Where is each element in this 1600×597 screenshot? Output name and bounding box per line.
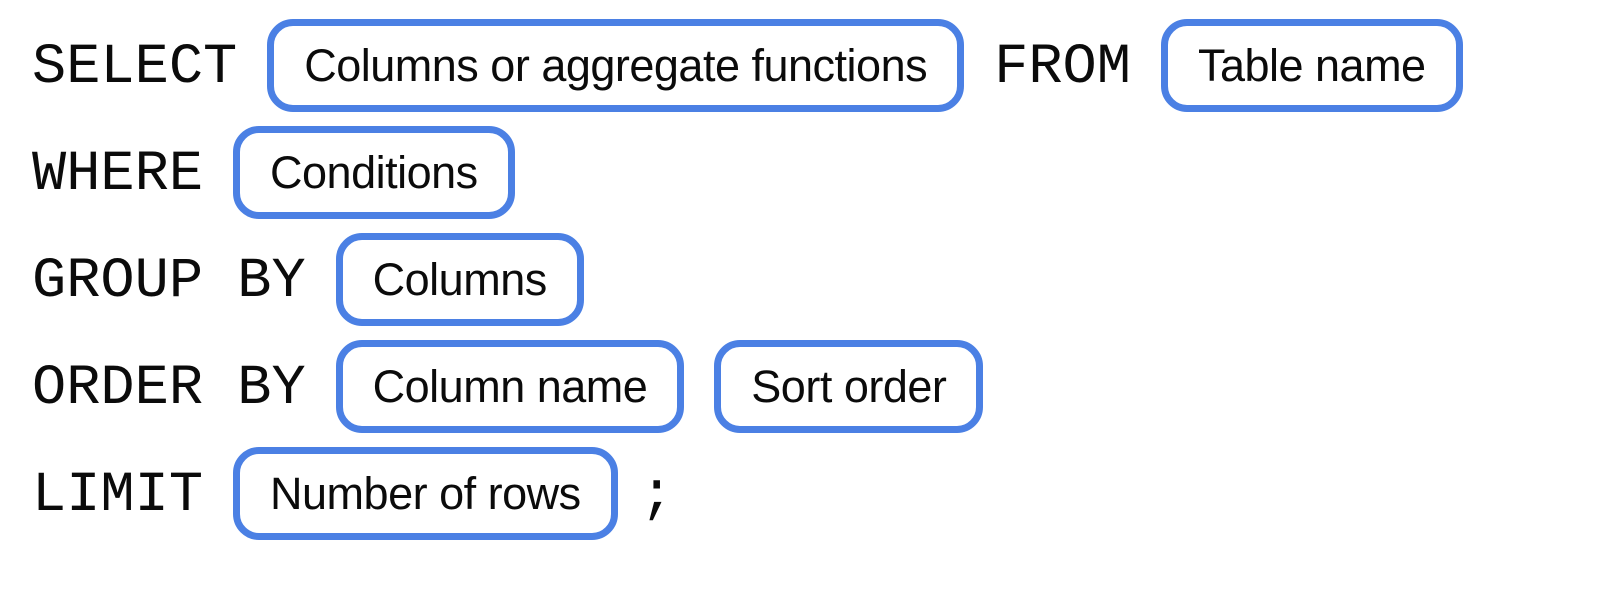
placeholder-box-table-name: Table name xyxy=(1160,19,1463,112)
placeholder-label-columns: Columns xyxy=(372,253,548,305)
keyword-select: SELECT xyxy=(32,35,238,100)
sql-row-order-by: ORDER BY Column name Sort order xyxy=(32,340,1600,433)
placeholder-box-column-name: Column name xyxy=(335,340,685,433)
keyword-group-by: GROUP BY xyxy=(32,249,306,314)
placeholder-box-sort-order: Sort order xyxy=(714,340,984,433)
placeholder-label-column-name: Column name xyxy=(372,360,648,412)
placeholder-box-number-of-rows: Number of rows xyxy=(233,447,618,540)
sql-row-group-by: GROUP BY Columns xyxy=(32,233,1600,326)
placeholder-box-conditions: Conditions xyxy=(233,126,515,219)
keyword-from: FROM xyxy=(994,35,1131,100)
placeholder-label-table-name: Table name xyxy=(1197,39,1426,91)
keyword-where: WHERE xyxy=(32,142,204,207)
keyword-limit: LIMIT xyxy=(32,463,204,528)
semicolon-terminator: ; xyxy=(639,463,674,528)
sql-row-select: SELECT Columns or aggregate functions FR… xyxy=(32,19,1600,112)
placeholder-box-columns-or-aggregates: Columns or aggregate functions xyxy=(267,19,965,112)
placeholder-label-sort-order: Sort order xyxy=(751,360,947,412)
placeholder-label-number-of-rows: Number of rows xyxy=(270,467,581,519)
sql-row-where: WHERE Conditions xyxy=(32,126,1600,219)
keyword-order-by: ORDER BY xyxy=(32,356,306,421)
placeholder-label-columns-or-aggregates: Columns or aggregate functions xyxy=(304,39,928,91)
placeholder-box-columns: Columns xyxy=(335,233,584,326)
placeholder-label-conditions: Conditions xyxy=(270,146,478,198)
sql-row-limit: LIMIT Number of rows ; xyxy=(32,447,1600,540)
